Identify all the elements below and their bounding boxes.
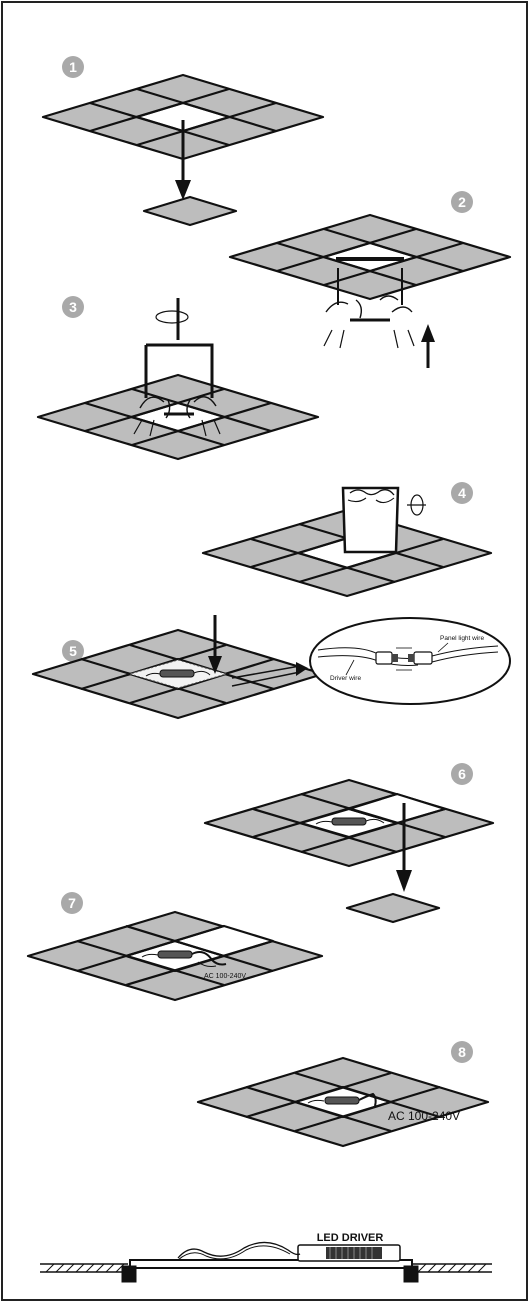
down-arrow-head [175,180,191,200]
zoom-pointer [231,665,301,679]
panel-profile [121,1259,419,1283]
step-2-badge: 2 [451,191,473,213]
step-8-number: 8 [458,1044,466,1060]
driver-wire-label: Driver wire [330,675,361,682]
driver-cable [177,1245,291,1261]
step-6: 6 [203,763,495,924]
ceiling-grid [36,373,320,461]
step-7: 7 AC 100-240V [26,892,324,1002]
panel-rotating [133,298,221,437]
driver-connected: AC 100-240V [307,1092,460,1123]
driver-box [297,1244,401,1262]
second-tile [345,892,441,924]
step-5-number: 5 [69,643,77,659]
step-8: 8 AC 100-240V [196,1041,490,1148]
panel-light-wire-label: Panel light wire [440,635,484,642]
step-3: 3 [36,296,320,461]
step-3-badge: 3 [62,296,84,318]
driver-in-opening [128,659,228,689]
step-5: 5 [31,615,511,720]
step-4: 4 [201,482,493,598]
step-2: 2 [228,191,512,368]
ceiling-hatch-left [40,1263,128,1273]
step-8-badge: 8 [451,1041,473,1063]
ac-voltage-label: AC 100-240V [204,973,246,980]
ac-voltage-label-large: AC 100-240V [388,1109,460,1123]
step-7-number: 7 [68,895,76,911]
step-3-number: 3 [69,299,77,315]
panel-tilted-in [341,486,426,554]
removed-tile [142,195,238,227]
step-6-number: 6 [458,766,466,782]
installed-cross-section: LED DRIVER [40,1232,492,1283]
led-driver-label: LED DRIVER [317,1232,384,1244]
connector-detail-callout: Panel light wire Driver wire [309,617,511,705]
step-5-badge: 5 [62,640,84,662]
step-4-number: 4 [458,485,466,501]
ceiling-hatch-right [412,1263,492,1273]
driver-connected: AC 100-240V [141,950,246,980]
step-1-badge: 1 [62,56,84,78]
step-1-number: 1 [69,59,77,75]
down-arrow-head [396,870,412,892]
down-arrow-head [208,656,222,674]
zoom-pointer-head [296,662,308,676]
driver-cable [177,1241,301,1259]
zoom-pointer [231,671,301,687]
ceiling-grid [228,213,512,301]
step-7-badge: 7 [61,892,83,914]
up-arrow-head [421,324,435,342]
step-2-number: 2 [458,194,466,210]
step-6-badge: 6 [451,763,473,785]
panel-being-lifted [323,268,415,349]
step-1: 1 [41,56,325,227]
step-4-badge: 4 [451,482,473,504]
driver-in-opening [315,817,385,826]
